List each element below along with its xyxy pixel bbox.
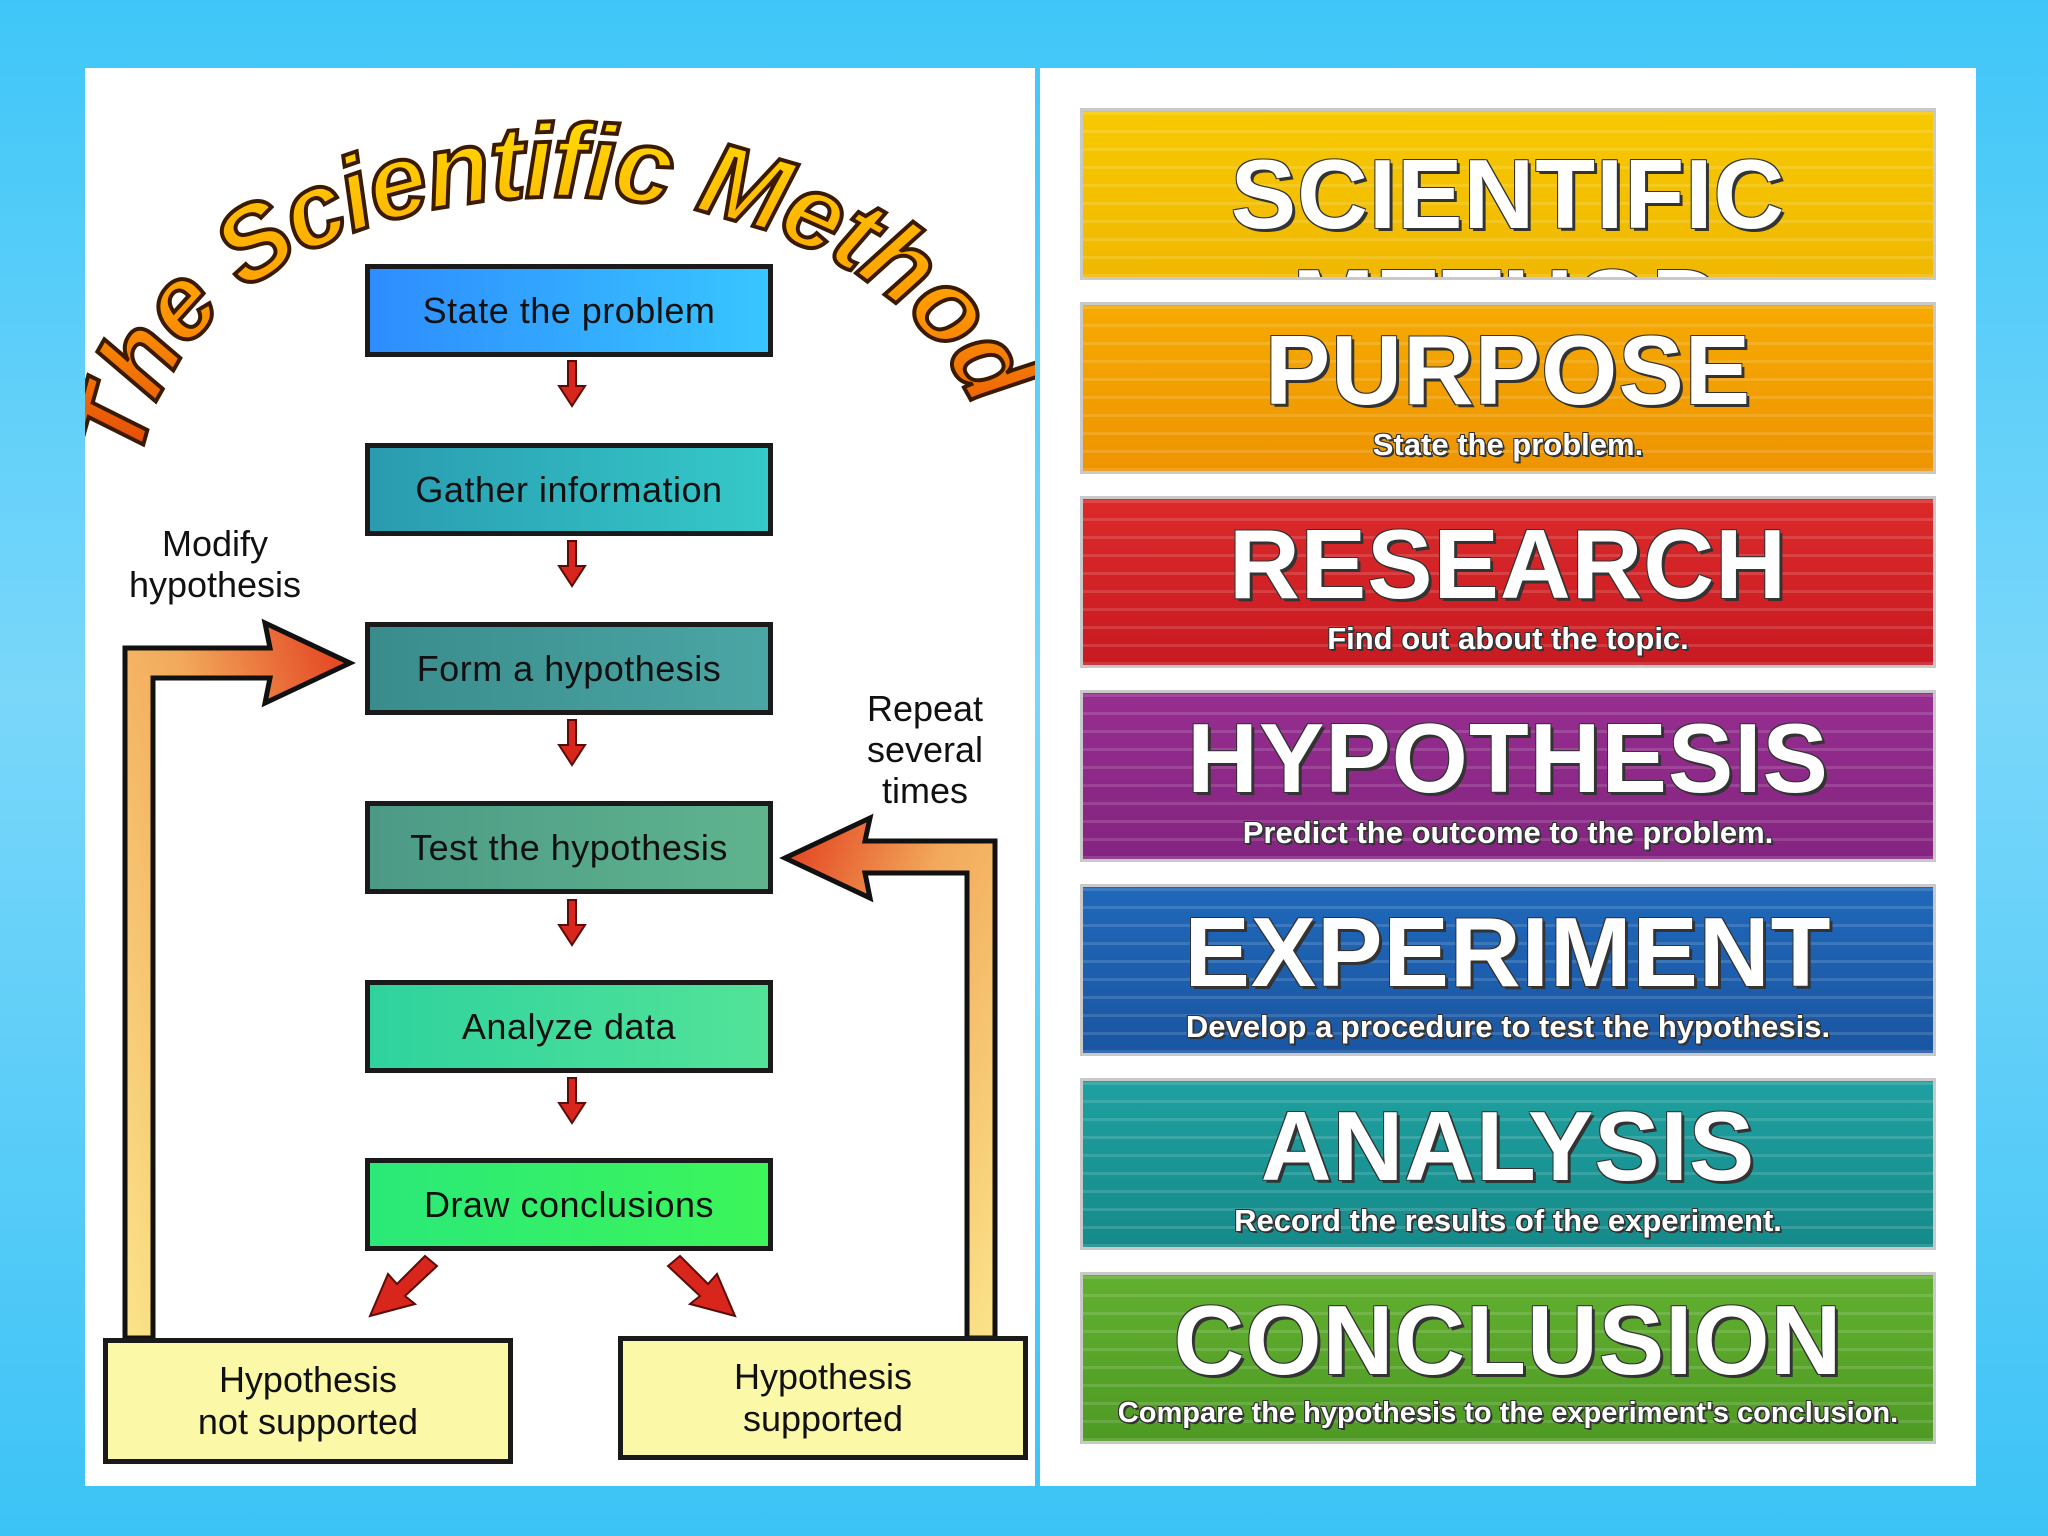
outcome-not-supported: Hypothesis not supported <box>103 1338 513 1464</box>
outcome-line1: Hypothesis <box>733 1356 913 1397</box>
down-arrow-3 <box>557 719 587 767</box>
step-gather-information: Gather information <box>365 443 773 536</box>
outcome-line1: Hypothesis <box>218 1359 398 1400</box>
banner-subtitle: Find out about the topic. <box>1327 621 1689 656</box>
diag-arrow-left <box>368 1254 439 1318</box>
outcome-line2: not supported <box>197 1401 419 1442</box>
poster-panel: SCIENTIFIC METHOD PURPOSE State the prob… <box>1040 68 1976 1486</box>
step-label: State the problem <box>422 289 716 331</box>
repeat-label: Repeat several times <box>866 688 984 811</box>
banner-title: SCIENTIFIC METHOD <box>1230 139 1786 277</box>
step-draw-conclusions: Draw conclusions <box>365 1158 773 1251</box>
flowchart-panel: The Scientific Method <box>85 68 1035 1486</box>
diag-arrow-right <box>666 1254 737 1318</box>
step-test-hypothesis: Test the hypothesis <box>365 801 773 894</box>
banner-title: ANALYSIS <box>1260 1091 1756 1201</box>
banner-subtitle: State the problem. <box>1372 427 1644 462</box>
banner-hypothesis: HYPOTHESIS Predict the outcome to the pr… <box>1080 690 1936 862</box>
banner-subtitle: Develop a procedure to test the hypothes… <box>1185 1009 1831 1044</box>
banner-title: PURPOSE <box>1264 315 1752 425</box>
step-label: Test the hypothesis <box>410 826 728 868</box>
step-form-hypothesis: Form a hypothesis <box>365 622 773 715</box>
banner-title: HYPOTHESIS <box>1187 703 1829 813</box>
loop-arrow-left <box>122 618 356 1341</box>
step-state-problem: State the problem <box>365 264 773 357</box>
step-label: Analyze data <box>461 1005 677 1047</box>
step-label: Gather information <box>415 468 723 510</box>
banner-conclusion: CONCLUSION Compare the hypothesis to the… <box>1080 1272 1936 1444</box>
outcome-line2: supported <box>742 1398 904 1439</box>
step-analyze-data: Analyze data <box>365 980 773 1073</box>
down-arrow-1 <box>557 360 587 408</box>
outcome-supported: Hypothesis supported <box>618 1336 1028 1460</box>
banner-analysis: ANALYSIS Record the results of the exper… <box>1080 1078 1936 1250</box>
banner-experiment: EXPERIMENT Develop a procedure to test t… <box>1080 884 1936 1056</box>
down-arrow-4 <box>557 899 587 947</box>
banner-research: RESEARCH Find out about the topic. <box>1080 496 1936 668</box>
banner-purpose: PURPOSE State the problem. <box>1080 302 1936 474</box>
banner-title: RESEARCH <box>1229 509 1787 619</box>
modify-hypothesis-label: Modify hypothesis <box>128 523 302 605</box>
banner-subtitle: Predict the outcome to the problem. <box>1242 815 1774 850</box>
loop-arrow-right <box>779 813 998 1341</box>
banner-title: EXPERIMENT <box>1184 897 1832 1007</box>
down-arrow-5 <box>557 1077 587 1125</box>
banner-title: CONCLUSION <box>1173 1285 1843 1395</box>
flow-connectors <box>122 360 998 1341</box>
step-label: Form a hypothesis <box>416 647 722 689</box>
step-label: Draw conclusions <box>423 1183 715 1225</box>
down-arrow-2 <box>557 540 587 588</box>
banner-subtitle: Record the results of the experiment. <box>1234 1203 1782 1238</box>
banner-scientific-method: SCIENTIFIC METHOD <box>1080 108 1936 280</box>
banner-subtitle: Compare the hypothesis to the experiment… <box>1117 1397 1899 1429</box>
